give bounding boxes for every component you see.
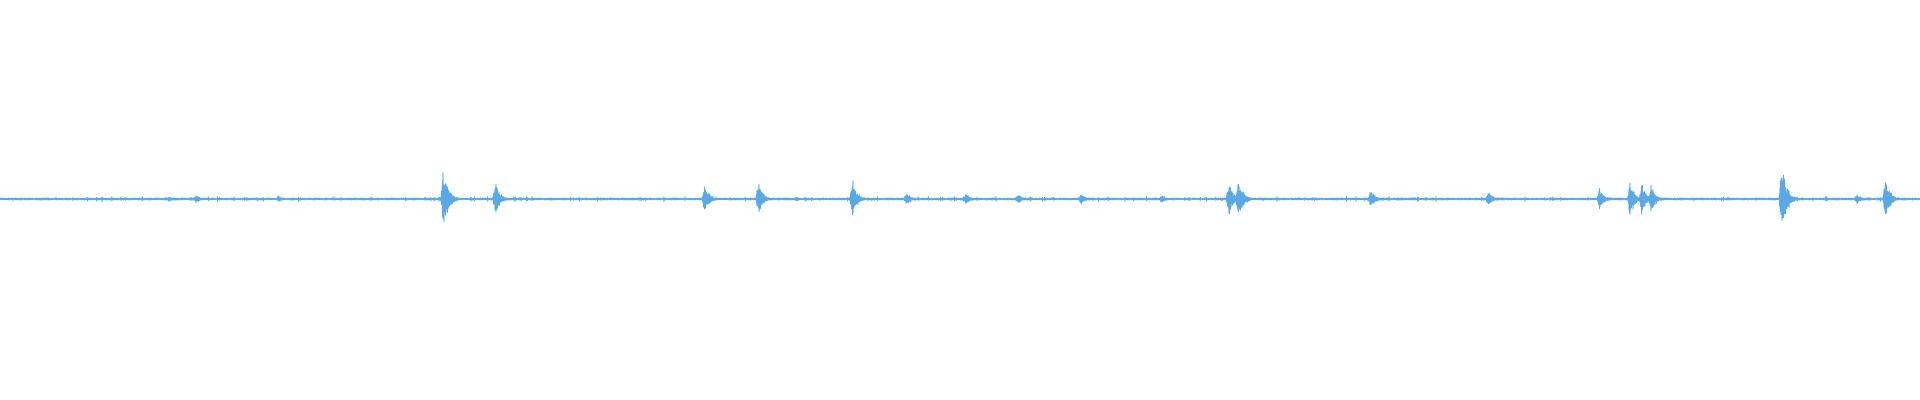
waveform-trace (0, 172, 1920, 222)
